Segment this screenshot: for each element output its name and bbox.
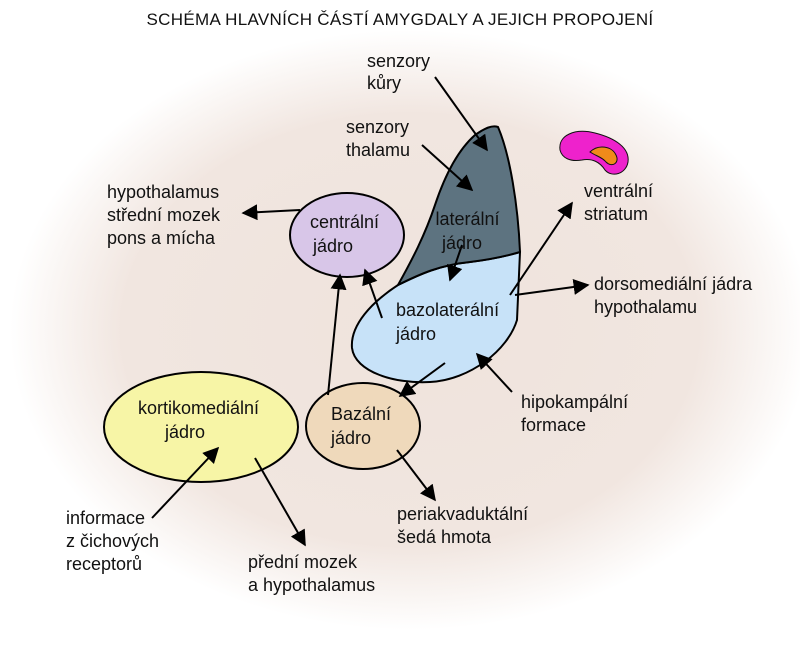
label-periakvaduktalni: periakvaduktální šedá hmota bbox=[397, 504, 533, 547]
arrow-lateral-to-basolateral bbox=[447, 244, 463, 282]
lateral-nucleus-label: laterální jádro bbox=[435, 209, 504, 253]
central-nucleus-label: centrální jádro bbox=[310, 212, 384, 256]
label-dorsomedialni: dorsomediální jádra hypothalamu bbox=[594, 274, 757, 317]
arrow-olfactory-to-corticomedial bbox=[151, 446, 220, 519]
arrow-basal-to-central-1 bbox=[327, 273, 347, 396]
basolateral-nucleus-label: bazolaterální jádro bbox=[395, 300, 504, 344]
label-ventralni-striatum: ventrální striatum bbox=[584, 181, 658, 224]
basal-nucleus-label: Bazální jádro bbox=[330, 404, 396, 448]
label-informace: informace z čichových receptorů bbox=[66, 508, 164, 574]
arrow-basolateral-to-basal bbox=[398, 362, 446, 397]
diagram-title: SCHÉMA HLAVNÍCH ČÁSTÍ AMYGDALY A JEJICH … bbox=[147, 10, 654, 29]
arrow-thalamus-to-lateral bbox=[421, 144, 474, 192]
corticomedial-nucleus-shape bbox=[103, 371, 299, 483]
arrow-cortex-to-lateral bbox=[434, 76, 488, 152]
arrow-basolateral-to-dorsomedial bbox=[514, 279, 590, 296]
arrow-basolateral-to-striatum bbox=[509, 201, 573, 296]
central-nucleus-shape bbox=[289, 192, 405, 278]
arrow-basal-to-pag bbox=[396, 449, 436, 502]
arrow-central-to-hypothalamus bbox=[241, 204, 301, 221]
arrow-hippocampus-to-basolateral bbox=[475, 352, 513, 393]
arrow-basolateral-to-central bbox=[362, 268, 383, 319]
label-predni-mozek: přední mozek a hypothalamus bbox=[248, 552, 375, 595]
arrow-corticomedial-to-forebrain bbox=[254, 457, 306, 547]
label-senzory-kury: senzory kůry bbox=[367, 51, 435, 93]
label-senzory-thalamu: senzory thalamu bbox=[346, 117, 414, 160]
label-hypothalamus: hypothalamus střední mozek pons a mícha bbox=[107, 182, 225, 248]
basal-nucleus-shape bbox=[305, 382, 421, 470]
connection-arrows bbox=[151, 76, 590, 547]
brain-icon bbox=[559, 130, 629, 175]
label-hipokampalni: hipokampální formace bbox=[521, 392, 633, 435]
corticomedial-nucleus-label: kortikomediální jádro bbox=[138, 398, 264, 442]
